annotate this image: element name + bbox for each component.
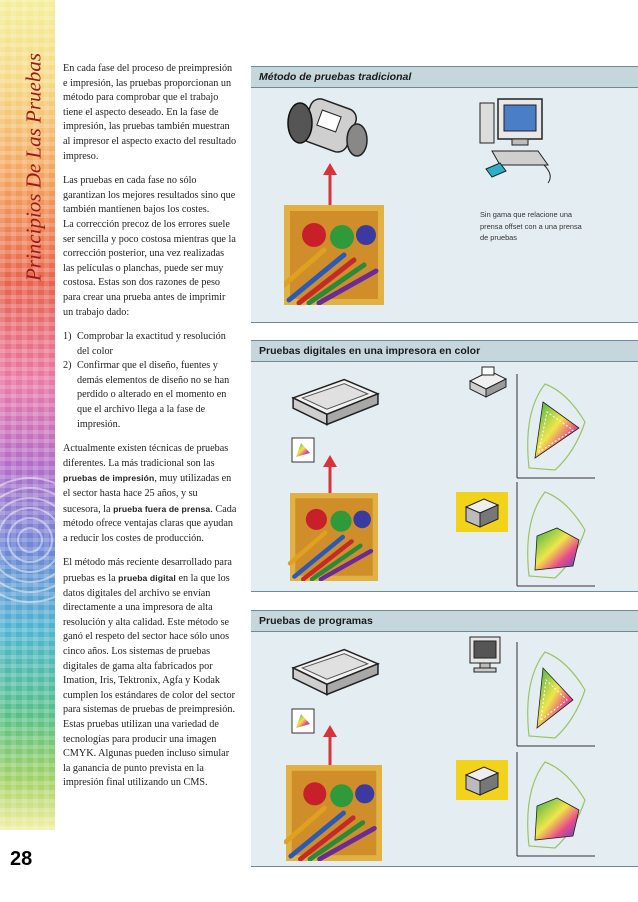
proof-press-icon [287,98,368,157]
body-text: En cada fase del proceso de preimpresión… [63,62,237,801]
reasons-list: 1)Comprobar la exactitud y resolución de… [63,330,237,432]
paragraph: Actualmente existen técnicas de pruebas … [63,443,237,544]
proof-printer-icon [464,498,500,528]
proof-printer-icon [464,766,500,796]
concentric-circles-decoration [0,477,55,603]
arrow-up-icon [323,163,337,209]
gamut-diagram-top [516,642,595,747]
small-gamut-thumbnail [291,708,315,734]
gamut-note: Sin gama que relacione una prensa offset… [480,210,582,242]
list-item: 2)Confirmar que el diseño, fuentes y dem… [63,360,230,430]
monitor-icon [469,636,501,673]
sidebar-title: Principios De Las Pruebas [21,52,46,282]
paragraph: En cada fase del proceso de preimpresión… [63,63,237,162]
scanner-icon [288,645,380,697]
gamut-diagram-bottom [516,482,595,587]
panel-title: Método de pruebas tradicional [251,67,638,88]
list-item: 1)Comprobar la exactitud y resolución de… [63,331,226,357]
color-printer-icon [468,366,508,398]
scanner-icon [288,375,380,427]
digital-proof-image [284,493,384,581]
paragraph: Las pruebas en cada fase no sólo garanti… [63,175,236,216]
rainbow-sidebar [0,0,55,830]
gamut-diagram-bottom [516,752,595,857]
proof-print-image [284,205,384,305]
small-gamut-thumbnail [291,437,315,463]
gamut-diagram-top [516,374,595,479]
panel-title: Pruebas de programas [251,611,638,632]
page-number: 28 [10,848,33,870]
panel-title: Pruebas digitales en una impresora en co… [251,341,638,362]
paragraph: El método más reciente desarrollado para… [63,557,235,789]
desktop-computer-icon [479,98,551,184]
paragraph: La corrección precoz de los errores suel… [63,218,236,318]
software-proof-image [284,765,384,861]
